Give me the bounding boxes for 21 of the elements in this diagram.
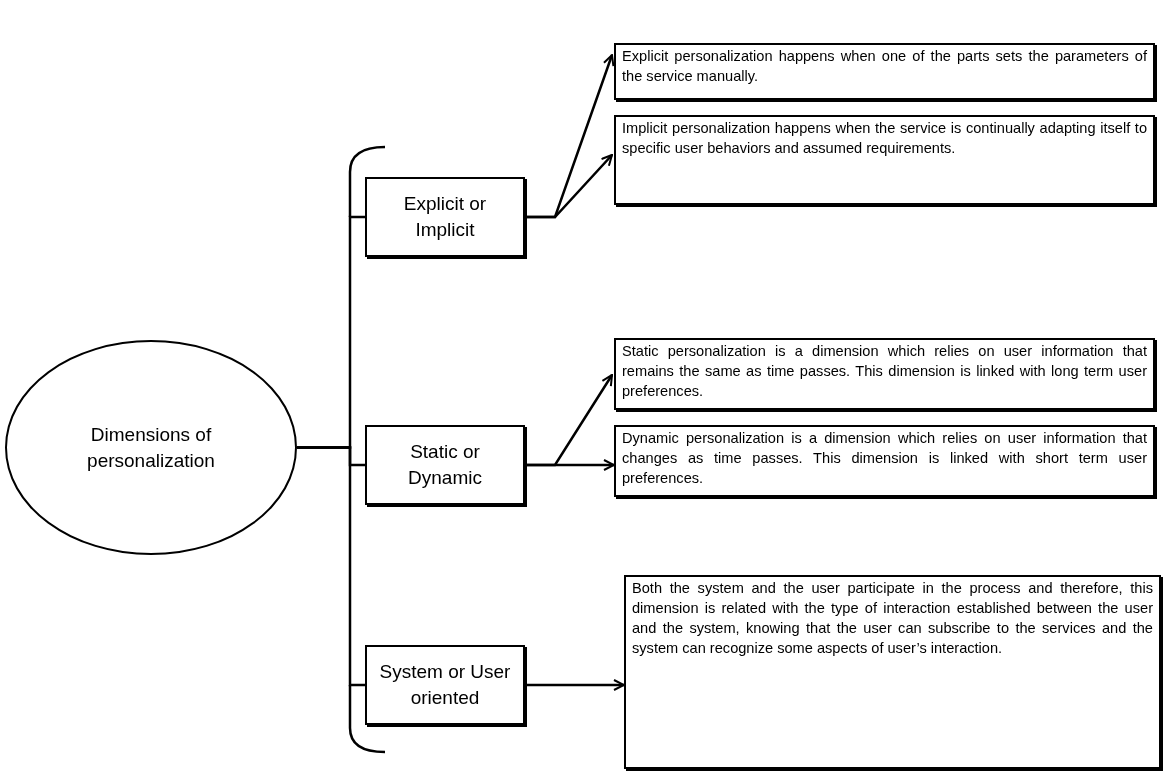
arrow [525,459,615,471]
arrow [525,679,625,691]
description-text: Both the system and the user participate in the process and therefore, this dimension is related with the type of interaction established between the user and the system, knowing that the user can subscribe to the services and the system can recognize some aspects of user’s interaction. [632,579,1153,658]
category-label: System or User oriented [378,660,512,710]
description-text: Static personalization is a dimension which relies on user information that remains the same as time passes. This dimension is linked with long term user preferences. [622,342,1147,401]
description-text: Implicit personalization happens when the service is continually adapting itself to specific user behaviors and assumed requirements. [622,119,1147,158]
category-label: Explicit or Implicit [402,192,488,242]
description-box [624,575,1161,769]
category-box [365,177,525,257]
description-box [614,43,1155,100]
category-box [365,645,525,725]
description-box [614,338,1155,410]
category-label: Static or Dynamic [407,440,483,490]
connector-line [297,446,365,687]
description-text: Dynamic personalization is a dimension which relies on user information that changes as time passes. This dimension is linked with short term user preferences. [622,429,1147,488]
topic-label: Dimensions of personalization [86,422,216,473]
category-box [365,425,525,505]
arrow [525,154,613,219]
description-box [614,425,1155,497]
description-box [614,115,1155,205]
description-text: Explicit personalization happens when one of the parts sets the parameters of the service manually. [622,47,1147,86]
